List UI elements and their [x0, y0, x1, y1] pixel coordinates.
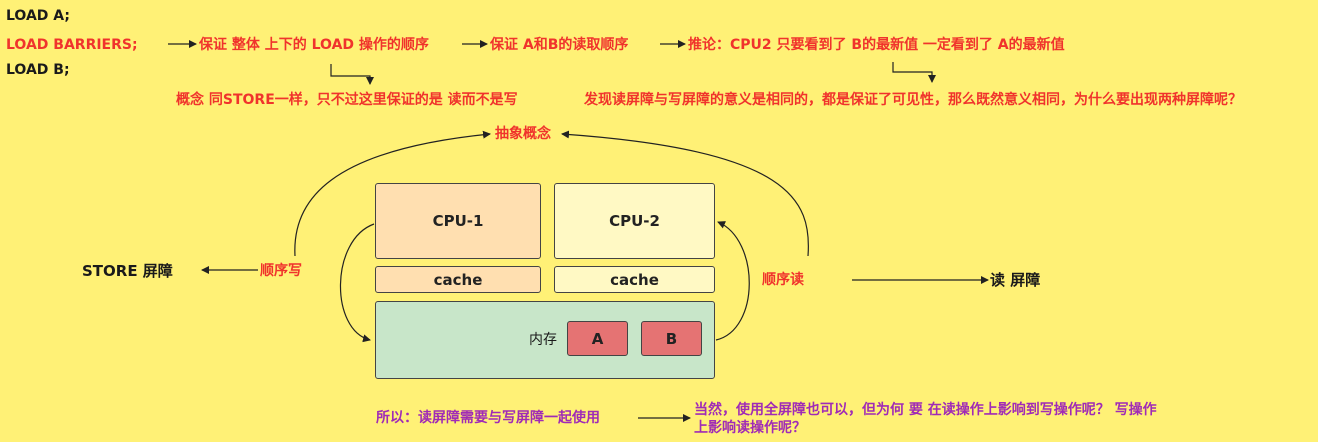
arrow-order-to-concept: [330, 64, 374, 85]
cache2-label: cache: [610, 270, 659, 289]
memory-label: 内存: [529, 332, 557, 348]
note-why-line1: 当然，使用全屏障也可以，但为何 要 在读操作上影响到写操作呢？ 写操作: [694, 402, 1157, 418]
note-inference: 推论：CPU2 只要看到了 B的最新值 一定看到了 A的最新值: [688, 37, 1065, 53]
var-b-label: B: [665, 329, 678, 348]
arrow-inference-to-question: [892, 62, 936, 83]
cache2-box: cache: [554, 266, 715, 293]
cache1-box: cache: [375, 266, 541, 293]
cpu2-label: CPU-2: [609, 212, 660, 230]
note-why-line2: 上影响读操作呢？: [694, 420, 806, 436]
arrow-write-to-abstract: [294, 130, 491, 257]
code-load-b: LOAD B;: [6, 62, 70, 78]
arrow-memory-to-cpu2: [715, 221, 750, 341]
code-load-barriers: LOAD BARRIERS;: [6, 37, 138, 53]
var-a-box: A: [567, 321, 628, 356]
label-abstract: 抽象概念: [495, 126, 551, 142]
note-conclusion: 所以：读屏障需要与写屏障一起使用: [376, 410, 600, 426]
label-write-order: 顺序写: [260, 263, 302, 279]
note-guarantee-ab: 保证 A和B的读取顺序: [490, 37, 629, 53]
cpu2-box: CPU-2: [554, 183, 715, 259]
arrow-cpu1-to-memory: [339, 223, 375, 343]
cpu1-label: CPU-1: [432, 212, 484, 230]
label-store-barrier: STORE 屏障: [82, 262, 173, 280]
note-guarantee-order: 保证 整体 上下的 LOAD 操作的顺序: [199, 37, 429, 53]
label-read-order: 顺序读: [762, 272, 804, 288]
cache1-label: cache: [433, 270, 483, 289]
note-concept: 概念 同STORE一样，只不过这里保证的是 读而不是写: [176, 92, 518, 108]
var-b-box: B: [641, 321, 702, 356]
var-a-label: A: [591, 329, 604, 348]
arrow-read-to-abstract: [561, 130, 809, 257]
note-question: 发现读屏障与写屏障的意义是相同的，都是保证了可见性，那么既然意义相同，为什么要出…: [584, 92, 1242, 108]
cpu1-box: CPU-1: [375, 183, 541, 259]
code-load-a: LOAD A;: [6, 8, 70, 24]
label-read-barrier: 读 屏障: [990, 271, 1041, 289]
